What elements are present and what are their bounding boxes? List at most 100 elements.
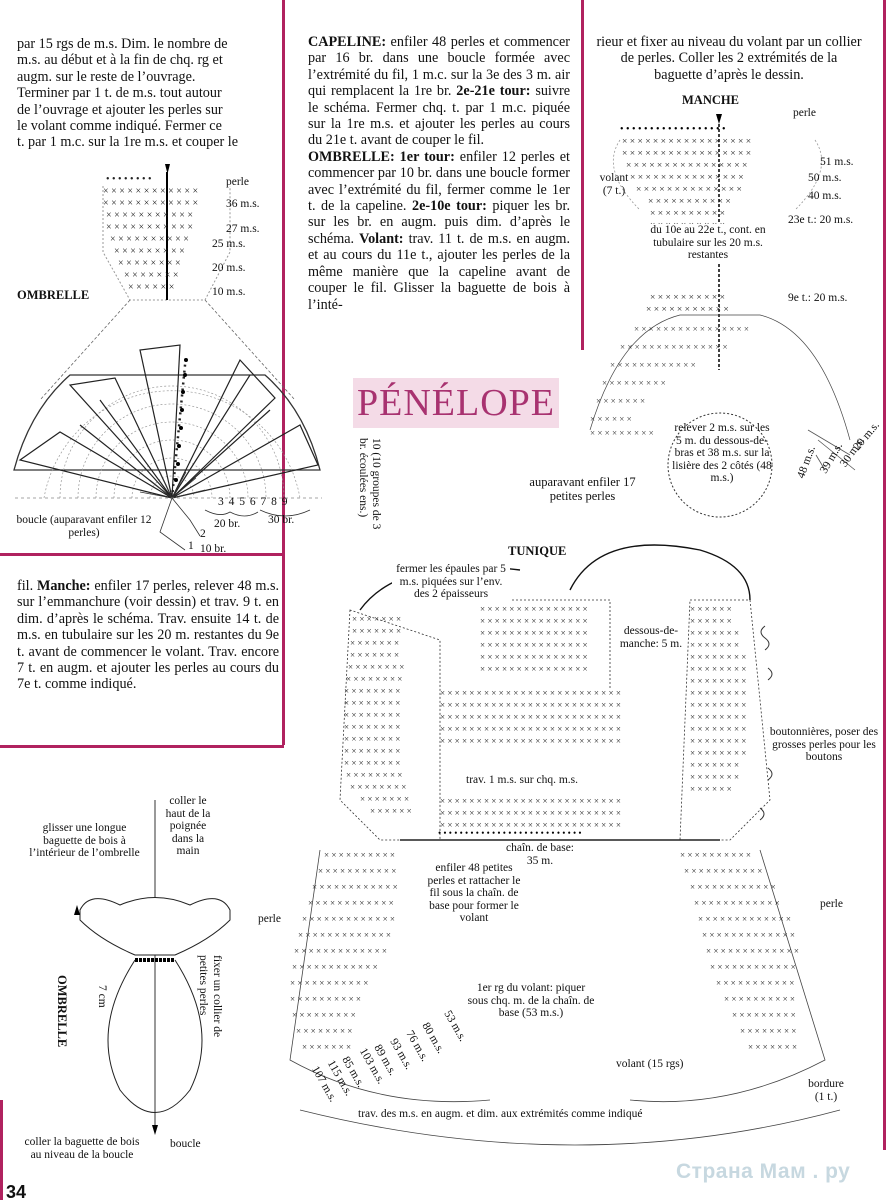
svg-text:× × × × × × × ×: × × × × × × × ×	[690, 700, 746, 710]
column-divider-2	[581, 0, 584, 350]
ombrelle-tour-heading: 2e-10e tour:	[412, 198, 487, 215]
svg-text:× × × × × × × × × × ×: × × × × × × × × × × ×	[684, 866, 762, 876]
svg-text:× × × × × × × ×: × × × × × × × ×	[348, 662, 404, 672]
capeline-text: enfiler 48 perles et commencer par 16 br…	[308, 34, 571, 100]
volant-label: volant (7 t.)	[599, 172, 629, 197]
perle-label: perle	[226, 176, 249, 188]
row-divider-2	[0, 745, 284, 748]
svg-text:× × × × × × × × × × ×: × × × × × × × × × × ×	[318, 866, 396, 876]
manche-label: MANCHE	[682, 93, 739, 107]
svg-text:× × × × × × × × × × × × × × ×: × × × × × × × × × × × × × × × × ×	[622, 137, 751, 147]
capeline-heading: CAPELINE:	[308, 34, 387, 50]
capeline-tour-heading: 2e-21e tour:	[456, 83, 531, 100]
row-50-label: 50 m.s.	[808, 172, 842, 184]
ombrelle-tour-text: piquer les br. sur les br. en augm. puis…	[308, 198, 570, 247]
svg-text:× × × × × × ×: × × × × × × ×	[350, 638, 399, 648]
svg-text:× × × × × × × × × ×: × × × × × × × × × ×	[724, 994, 795, 1004]
text-line: t. par 1 m.c. sur la 1re m.s. et couper …	[17, 134, 239, 151]
svg-text:× × × × × ×: × × × × × ×	[690, 604, 732, 614]
svg-text:× × × × × × ×: × × × × × × ×	[748, 1042, 797, 1052]
coller-label: coller le haut de la poignée dans la mai…	[165, 795, 211, 857]
capeline-tour-text: suivre le schéma. Fermer chq. t. par 1 m…	[308, 83, 570, 149]
svg-text:× × × × × × × × × ×: × × × × × × × × × ×	[290, 994, 361, 1004]
row-count-label: 20 m.s.	[212, 262, 246, 274]
ombrelle-text: enfiler 12 perles et commencer par 10 br…	[308, 148, 571, 215]
svg-text:× × × × × × × × × × × × ×: × × × × × × × × × × × × ×	[298, 930, 391, 940]
ombrelle-assembly-diagram	[74, 800, 231, 1135]
ring-numbers: 3 4 5 6 7 8 9	[218, 496, 289, 508]
svg-text:× × × × × × × ×: × × × × × × × ×	[690, 664, 746, 674]
svg-text:× × × × × × ×: × × × × × × ×	[690, 640, 739, 650]
manche-heading: Manche:	[36, 578, 91, 594]
svg-text:× × × × × × × × × ×: × × × × × × × × × ×	[110, 234, 189, 245]
column-divider-3	[282, 565, 285, 745]
boucle-label: boucle (auparavant enfiler 12 perles)	[16, 514, 152, 539]
svg-text:× × × × × × × ×: × × × × × × × ×	[690, 748, 746, 758]
svg-text:× × × × × × × × × × × × × × ×: × × × × × × × × × × × × × × ×	[630, 173, 744, 183]
svg-text:× × × × × × × × × × × ×: × × × × × × × × × × × ×	[710, 962, 796, 972]
svg-text:× × × × × × × ×: × × × × × × × ×	[690, 676, 746, 686]
volant-heading: Volant:	[359, 230, 404, 247]
svg-text:× × × × × × × × × × × × × × ×: × × × × × × × × × × × × × × ×	[480, 604, 588, 614]
svg-text:× × × × × × × × × × × × ×: × × × × × × × × × × × × ×	[706, 946, 799, 956]
svg-text:× × × × × × × × × × × × × × ×: × × × × × × × × × × × × × × ×	[480, 640, 588, 650]
manche-chart-diagram: • • • • • • • • • • • • • • • • • • × × …	[589, 114, 856, 518]
svg-text:× × × × × × × × × × × × ×: × × × × × × × × × × × × ×	[698, 914, 791, 924]
svg-text:× × × × × × ×: × × × × × × ×	[124, 270, 178, 281]
svg-text:× × × × × × × ×: × × × × × × × ×	[344, 734, 400, 744]
svg-text:× × × × × × × ×: × × × × × × × ×	[344, 746, 400, 756]
svg-text:× × × × × × × ×: × × × × × × × ×	[346, 770, 402, 780]
volant-rangs-label: volant (15 rgs)	[616, 1058, 684, 1071]
volant-text: trav. 11 t. de m.s. en augm. et au cours…	[308, 230, 571, 313]
svg-text:× × × × × × × × × × × × × × ×: × × × × × × × × × × × × × × × × × × × × …	[440, 820, 621, 830]
row-51-label: 51 m.s.	[820, 156, 854, 168]
svg-text:× × × × × × × × × × × × ×: × × × × × × × × × × × × ×	[294, 946, 387, 956]
dessous-de-manche-label: dessous-de-manche: 5 m.	[616, 625, 686, 650]
svg-text:• • • • • • • • • • • • • • •: • • • • • • • • • • • • • • • • • • • • …	[438, 828, 582, 838]
svg-text:× × ×: × × × × × × ×	[596, 396, 645, 406]
svg-text:× × × × × × ×: × × × × × × ×	[360, 794, 409, 804]
svg-text:× × × × × × × × × × × × × × ×: × × × × × × × × × × × × × × × × × × × × …	[440, 700, 621, 710]
svg-text:× × × × × × × ×: × × × × × × × ×	[344, 722, 400, 732]
length-label: 7 cm	[96, 985, 108, 1008]
svg-text:× × × × × × × ×: × × × × × × × ×	[690, 652, 746, 662]
watermark: Страна Мам . ру	[676, 1160, 851, 1183]
svg-text:× × × × × × × ×: × × × × × × × ×	[296, 1026, 352, 1036]
svg-text:× × × × × × × ×: × × × × × × × ×	[118, 258, 181, 269]
manche-text: enfiler 17 perles, relever 48 m.s. sur l…	[17, 578, 280, 693]
text-line: par 15 rgs de m.s. Dim. le nombre de	[17, 36, 228, 52]
svg-text:× × × × × × × × × × ×: × × × × × × × × × × ×	[106, 210, 193, 221]
svg-text:× × × × × × × × × ×: × × × × × × × × × ×	[324, 850, 395, 860]
svg-text:× × × × × × × × × ×: × × × × × × × × × ×	[650, 209, 725, 219]
tubulaire-label: du 10e au 22e t., cont. en tubulaire sur…	[644, 224, 772, 262]
boucle-assembly-label: boucle	[170, 1138, 201, 1150]
svg-text:× × × × × × × × × × × × × × ×: × × × × × × × × × × × × × × × × × × × × …	[440, 712, 621, 722]
svg-text:× × × × × × × × × × × × × × ×: × × × × × × × × × × × × × × × ×	[634, 324, 749, 334]
svg-text:× × × × × × × × ×: × × × × × × × × ×	[292, 1010, 356, 1020]
column-3-top-text: rieur et fixer au niveau du volant par u…	[596, 34, 862, 83]
svg-text:× × × × × × × × × × × × × ×: × × × × × × × × × × × × × ×	[636, 185, 742, 195]
round-10-label: 10 br.	[200, 543, 227, 555]
svg-text:× × × × × × × × × × × ×: × × × × × × × × × × × ×	[694, 898, 780, 908]
text-line: de l’ouvrage et ajouter les perles sur	[17, 101, 223, 118]
svg-text:× × × × × × × × × × × ×: × × × × × × × × × × × ×	[312, 882, 398, 892]
svg-text:× × × × × × × × × ×: × × × × × × × × × ×	[680, 850, 751, 860]
column-1-top-text: par 15 rgs de m.s. Dim. le nombre de m.s…	[17, 36, 277, 151]
svg-text:× × × × × × × × × × × × ×: × × × × × × × × × × × × ×	[702, 930, 795, 940]
svg-text:× × × × × ×: × × × × × ×	[690, 784, 732, 794]
svg-text:× × × × × × × × × × × × ×: × × × × × × × × × × × × × × ×	[620, 342, 728, 352]
svg-text:× × × × × × × ×: × × × × × × × ×	[690, 736, 746, 746]
coller-baguette-label: coller la baguette de bois au niveau de …	[24, 1136, 140, 1161]
trav-label: trav. 1 m.s. sur chq. m.s.	[466, 774, 579, 787]
svg-text:× × × × × × ×: × × × × × × ×	[690, 760, 739, 770]
svg-text:• • • • • • • •: • • • • • • • •	[106, 174, 152, 185]
svg-text:× × × × × × × × × × × ×: × × × × × × × × × × × ×	[103, 186, 198, 197]
svg-text:× × × × × × × × × × × × × × ×: × × × × × × × × × × × × × × ×	[480, 616, 588, 626]
row-divider-1	[0, 553, 284, 556]
svg-text:× × × × × ×: × × × × × ×	[370, 806, 412, 816]
text-line: m.s. au début et à la fin de chq. rg et	[17, 52, 223, 69]
svg-text:× × × × × × ×: × × × × × × ×	[690, 772, 739, 782]
round-1-label: 1	[188, 540, 194, 552]
round-20-label: 20 br.	[214, 518, 241, 530]
svg-text:× × × × × × × ×: × × × × × × × ×	[690, 688, 746, 698]
